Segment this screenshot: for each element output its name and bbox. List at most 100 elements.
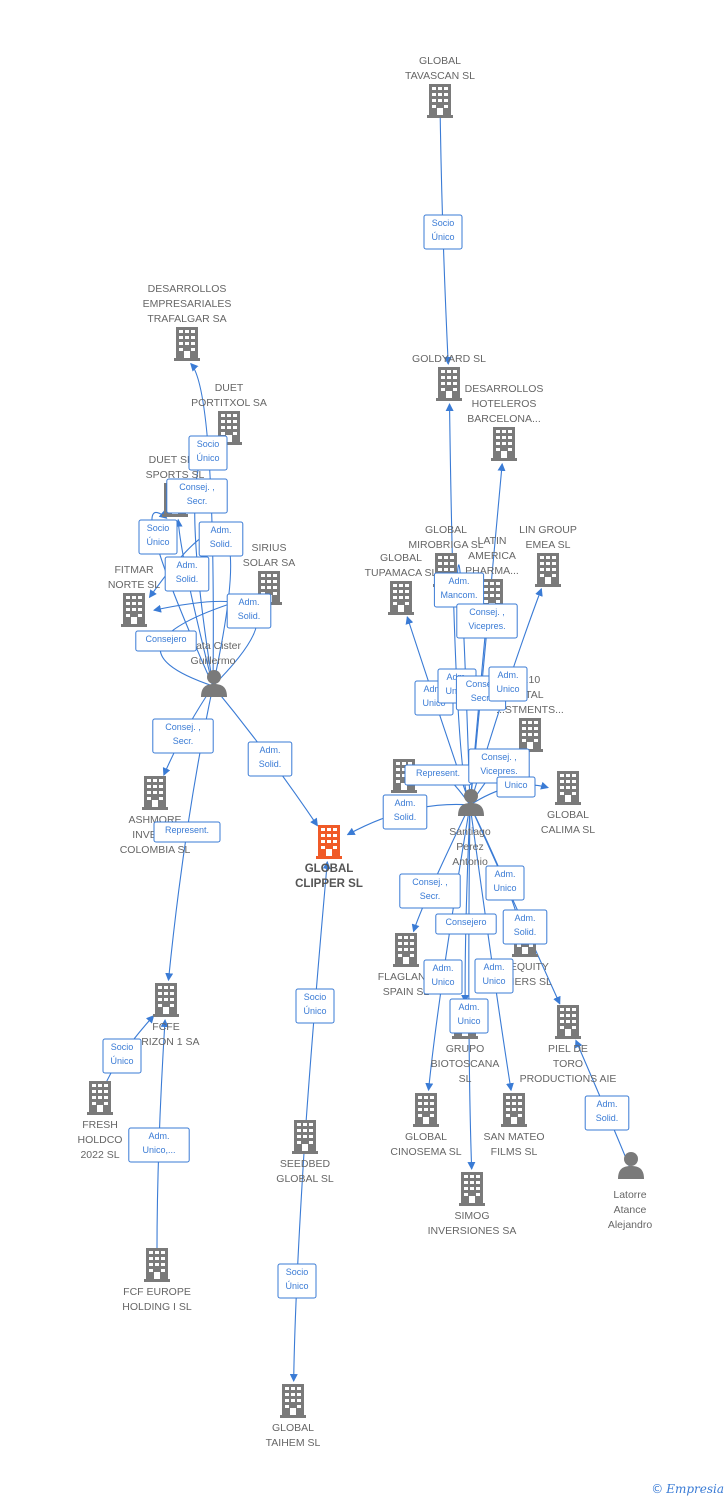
edge-role-badge[interactable]: Consej. , Secr. (166, 478, 228, 514)
edge-role-badge[interactable]: Adm.Unico,... (128, 1127, 190, 1163)
node-label: SAN MATEO (483, 1131, 544, 1143)
node-ashmore[interactable]: ASHMOREINVEST...COLOMBIA SL (120, 776, 191, 856)
node-label: GLOBAL (547, 809, 589, 821)
building-icon (491, 427, 517, 461)
edge-role-text: Consej. , (165, 722, 201, 732)
edge-role-text: Adm. (259, 745, 280, 755)
edge-role-text: Único (431, 232, 454, 242)
node-label: Latorre (613, 1189, 646, 1201)
edge-role-text: Adm. (148, 1131, 169, 1141)
edge-role-badge[interactable]: Consejero (135, 630, 197, 652)
node-hoteleros[interactable]: DESARROLLOSHOTELEROSBARCELONA... (465, 383, 544, 461)
edge-role-badge[interactable]: Consej. ,Vicepres. (468, 748, 530, 784)
building-icon (388, 581, 414, 615)
building-icon (292, 1120, 318, 1154)
edge-role-badge[interactable]: Unico (496, 776, 536, 798)
edge-role-badge[interactable]: Adm.Unico (449, 998, 489, 1034)
node-label: GRUPO (446, 1043, 485, 1055)
edge-role-text: Consej. (466, 679, 497, 689)
edge-role-badge[interactable]: Adm.Solid. (198, 521, 244, 557)
edge-role-text: Solid. (259, 759, 282, 769)
edge-role-badge[interactable]: Adm.Solid. (502, 909, 548, 945)
node-duetsports[interactable]: DUET SP...SPORTS SL (146, 454, 205, 517)
node-flaglan[interactable]: FLAGLAN...SPAIN SL (378, 933, 435, 998)
edge-role-badge[interactable]: Consejero (435, 913, 497, 935)
brand-footer[interactable]: ©Empresia (651, 1482, 724, 1496)
edge-role-badge[interactable]: Consej. ,Secr. (399, 873, 461, 909)
edge-role-text: Consej. , (481, 752, 517, 762)
node-label: CLIPPER SL (295, 878, 363, 890)
edge-role-badge[interactable]: Represent. (404, 764, 472, 786)
node-label: PIEL DE (548, 1043, 588, 1055)
node-label: GLOBAL SL (276, 1173, 334, 1185)
edge-role-text: Solid. (238, 611, 261, 621)
edge-role-text: Unico (482, 976, 505, 986)
building-icon (144, 1248, 170, 1282)
node-label: TRAFALGAR SA (147, 313, 226, 325)
edge-role-text: Consej. , (179, 482, 215, 492)
edge-role-badge[interactable]: Adm.Solid. (584, 1095, 630, 1131)
edge-role-badge[interactable]: Consej. ,Secr. (152, 718, 214, 754)
node-label: FCFE (152, 1021, 179, 1033)
edge-role-text: Adm. (494, 869, 515, 879)
edge-role-text: Único (285, 1281, 308, 1291)
node-label: Alejandro (608, 1219, 653, 1231)
edge-role-text: Vicepres. (468, 621, 505, 631)
node-label: GLOBAL (380, 552, 422, 564)
node-simog[interactable]: SIMOG INVERSIONES SA (428, 1172, 517, 1237)
edge-role-badge[interactable]: Adm.Mancom. (433, 572, 485, 608)
building-icon (393, 933, 419, 967)
edge-role-badge[interactable]: Adm.Unico (474, 958, 514, 994)
edge-role-text: Adm. (176, 560, 197, 570)
edge-role-badge[interactable]: Adm.Unico (485, 865, 525, 901)
edge-role-badge[interactable]: Represent. (153, 821, 221, 843)
node-fcfe[interactable]: FCFE...RIZON 1 SA (132, 983, 200, 1048)
edge-role-text: Adm. (394, 798, 415, 808)
edge-role-badge[interactable]: Adm. Solid. (247, 741, 293, 777)
edge-role-text: Único (196, 453, 219, 463)
edge-role-text: Secr. (187, 496, 208, 506)
node-goldyard[interactable]: GOLDYARD SL (412, 353, 486, 401)
edge-role-text: Represent. (416, 768, 460, 778)
edge-role-text: Socio (197, 439, 220, 449)
edge-role-badge[interactable]: Adm.Unico (423, 959, 463, 995)
node-label: BARCELONA... (467, 413, 541, 425)
edge-role-text: Adm. (497, 670, 518, 680)
edge-role-text: Socio (432, 218, 455, 228)
node-label: SIMOG (454, 1210, 489, 1222)
edge-role-badge[interactable]: Adm.Solid. (226, 593, 272, 629)
edge-role-badge[interactable]: Consej. ,Vicepres. (456, 603, 518, 639)
edge-role-badge[interactable]: Adm.Solid. (164, 556, 210, 592)
edge-role-badge[interactable]: Adm.Solid. (382, 794, 428, 830)
node-label: INVERSIONES SA (428, 1225, 517, 1237)
edge-role-badge[interactable]: Adm.Unico (488, 666, 528, 702)
